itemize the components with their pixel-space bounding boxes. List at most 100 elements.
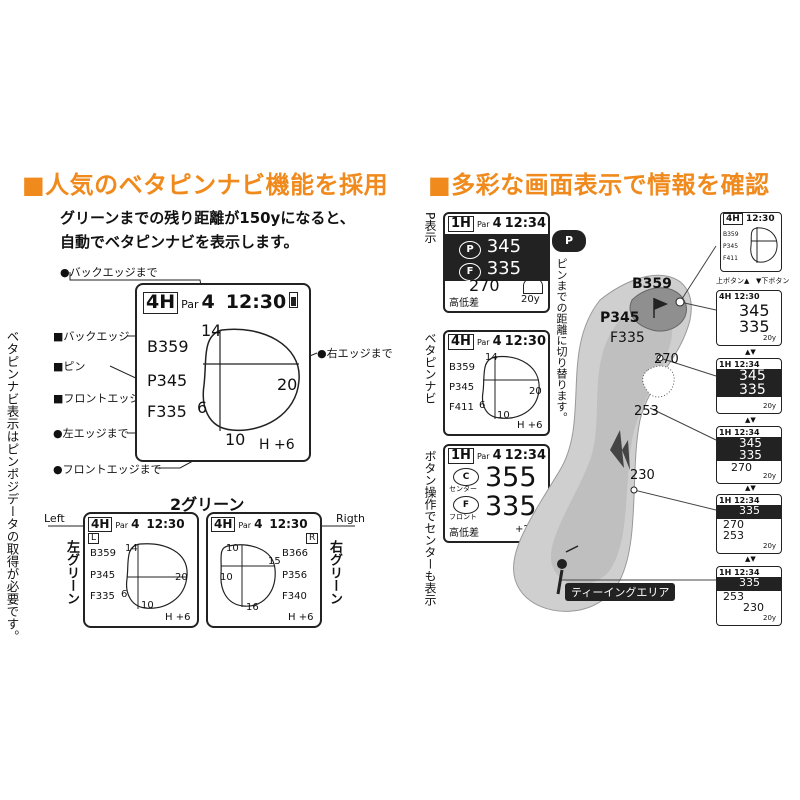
green-flag-l: L bbox=[88, 533, 100, 545]
hole-number: 4H bbox=[211, 517, 236, 532]
left-edge-distance: 6 bbox=[197, 398, 208, 417]
callout-back-edge-label: ■バックエッジ bbox=[53, 330, 130, 343]
height-diff: H +6 bbox=[165, 612, 191, 623]
intro-line-2: 自動でベタピンナビを表示します。 bbox=[60, 233, 299, 251]
hazard-distance-2: 230 bbox=[743, 601, 764, 614]
right-green-caption: 右グリーン bbox=[327, 540, 342, 605]
pin-yardage: P345 bbox=[90, 570, 116, 581]
front-distance-row: F 335 bbox=[459, 258, 521, 281]
green-outline bbox=[202, 328, 300, 432]
intro-line-1: グリーンまでの残り距離が150yになると、 bbox=[60, 209, 355, 227]
green-outline bbox=[481, 355, 540, 419]
hazard-distance-1: 270 bbox=[723, 518, 744, 531]
front-yardage: F411 bbox=[449, 402, 474, 413]
front-badge-icon: F bbox=[459, 263, 481, 281]
p-display-screen: 1H Par 4 12:34 P 345 F 335 270 高低差 20y bbox=[443, 212, 550, 313]
front-yardage: F340 bbox=[282, 591, 307, 602]
mini-screen-1: 4H 12:30 345 335 20y bbox=[716, 290, 782, 346]
clock-time: 12:30 bbox=[745, 214, 775, 224]
clock-time: 12:34 bbox=[734, 496, 760, 505]
back-yardage: B359 bbox=[90, 548, 116, 559]
mini-header: 1H 12:34 bbox=[719, 360, 760, 369]
course-pin: P345 bbox=[600, 310, 640, 326]
hole-number: 4H bbox=[719, 292, 732, 301]
left-tag: Left bbox=[44, 512, 65, 525]
front-edge-distance: 10 bbox=[141, 600, 154, 611]
height-value: 20y bbox=[763, 334, 777, 342]
height-value: 20y bbox=[521, 294, 540, 305]
mini-betapin-screen: 4H 12:30 B359 P345 F411 bbox=[720, 212, 782, 272]
back-edge-distance: 14 bbox=[485, 352, 498, 363]
nav-arrows-icon: ▲▼ bbox=[745, 416, 756, 424]
mini-screen-5: 1H 12:34 335 253 230 20y bbox=[716, 566, 782, 626]
battery-icon bbox=[289, 292, 299, 308]
tee-area-label: ティーイングエリア bbox=[565, 583, 676, 601]
p-display-label: P表示 bbox=[423, 212, 437, 244]
pin-distance: 345 bbox=[739, 436, 762, 450]
par-label: Par bbox=[181, 298, 199, 311]
back-edge-distance: 10 bbox=[226, 543, 239, 554]
pin-badge-icon: P bbox=[459, 241, 481, 259]
left-edge-distance: 10 bbox=[220, 572, 233, 583]
mini-screen-4: 1H 12:34 335 270 253 20y bbox=[716, 494, 782, 554]
hole-number: 1H bbox=[719, 428, 732, 437]
callout-front-edge: ●フロントエッジまで bbox=[53, 463, 162, 476]
pin-distance-row: P 345 bbox=[459, 236, 521, 259]
hazard-distance-2: 253 bbox=[723, 529, 744, 542]
par-label: Par bbox=[476, 452, 490, 461]
right-edge-distance: 20 bbox=[277, 375, 298, 394]
callout-front-edge-label: ■フロントエッジ bbox=[53, 392, 141, 405]
betapin-label: ベタピンナビ bbox=[423, 332, 437, 404]
back-edge-distance: 14 bbox=[201, 321, 222, 340]
height-value: 20y bbox=[763, 542, 777, 550]
mini-header: 1H 12:34 bbox=[719, 428, 760, 437]
hole-number: 4H bbox=[88, 517, 113, 532]
back-edge-distance: 14 bbox=[125, 543, 138, 554]
green-outline bbox=[125, 543, 188, 609]
bunker-icon bbox=[523, 278, 543, 294]
front-tag: フロント bbox=[449, 513, 477, 521]
inverted-block bbox=[717, 505, 781, 519]
pin-yardage: P345 bbox=[723, 243, 739, 250]
front-badge-icon: F bbox=[453, 496, 479, 514]
height-value: 20y bbox=[763, 472, 777, 480]
clock-time: 12:30 bbox=[734, 292, 760, 301]
height-value: 20y bbox=[763, 614, 777, 622]
hazard-distance: 270 bbox=[731, 461, 752, 474]
inverted-block bbox=[717, 577, 781, 591]
pin-distance: 345 bbox=[486, 236, 522, 257]
clock-time: 12:30 bbox=[225, 291, 287, 313]
pin-yardage: P345 bbox=[449, 382, 475, 393]
callout-right-edge: ●右エッジまで bbox=[317, 347, 393, 360]
right-edge-distance: 20 bbox=[529, 386, 542, 397]
front-distance: 335 bbox=[739, 317, 770, 336]
front-yardage: F335 bbox=[147, 402, 187, 421]
front-edge-distance: 10 bbox=[497, 410, 510, 421]
front-edge-distance: 10 bbox=[225, 430, 246, 449]
hole-number: 4H bbox=[448, 334, 474, 350]
hole-number: 1H bbox=[719, 360, 732, 369]
pin-switch-icon: P bbox=[552, 230, 586, 252]
clock-time: 12:34 bbox=[504, 216, 547, 231]
front-distance: 335 bbox=[739, 576, 760, 589]
back-yardage: B359 bbox=[723, 231, 739, 238]
front-distance: 335 bbox=[739, 504, 760, 517]
callout-back-edge: ●バックエッジまで bbox=[60, 266, 158, 279]
button-center-label: ボタン操作でセンターも表示 bbox=[423, 450, 437, 606]
course-back: B359 bbox=[632, 276, 672, 292]
pin-distance: 345 bbox=[739, 368, 766, 384]
inverted-block bbox=[717, 437, 781, 461]
hole-number: 4H bbox=[143, 292, 179, 314]
hazard-distance: 270 bbox=[469, 276, 500, 295]
height-diff: H +6 bbox=[288, 612, 314, 623]
right-tag: Rigth bbox=[336, 512, 365, 525]
par-value: 4 bbox=[492, 448, 502, 463]
two-green-title: 2グリーン bbox=[170, 495, 245, 514]
mini-screen-3: 1H 12:34 345 335 270 20y bbox=[716, 426, 782, 484]
course-253: 253 bbox=[634, 404, 659, 419]
front-yardage: F411 bbox=[723, 255, 738, 262]
par-value: 4 bbox=[254, 517, 263, 531]
left-green-caption: 左グリーン bbox=[64, 540, 79, 605]
front-distance: 335 bbox=[739, 382, 766, 398]
front-distance: 335 bbox=[485, 491, 537, 522]
